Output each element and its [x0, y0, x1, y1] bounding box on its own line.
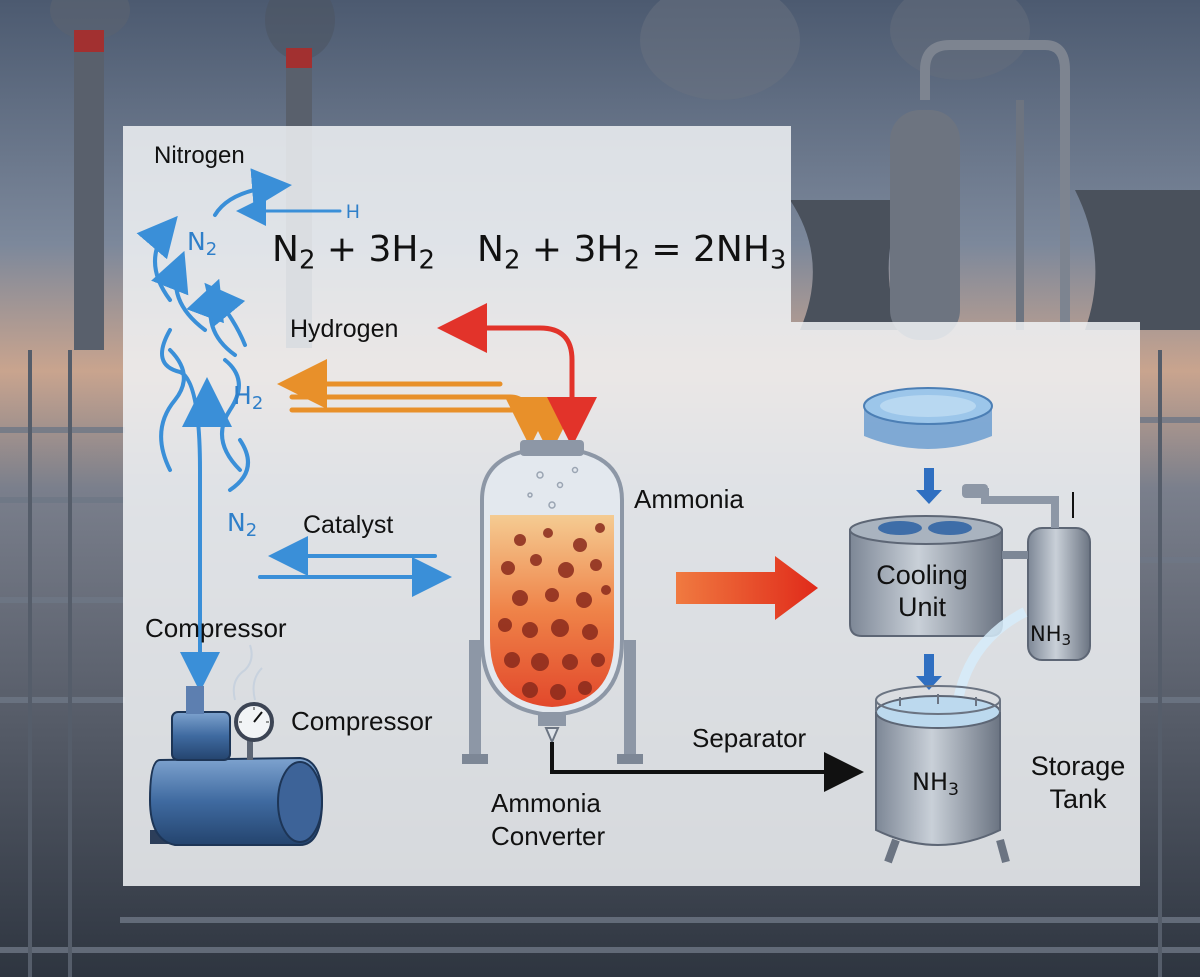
nitrogen-swirl-1 [220, 358, 242, 472]
ammonia-converter [462, 440, 643, 764]
storage-feed-arrow [916, 654, 942, 690]
converter-label-line2: Converter [491, 821, 606, 851]
nitrogen-label: Nitrogen [154, 142, 245, 169]
water-basin [863, 387, 993, 449]
catalyst-label: Catalyst [303, 511, 394, 539]
hydrogen-feed-arrow-2 [289, 405, 575, 455]
cooling-feed-arrow [916, 468, 942, 504]
compressor [148, 644, 324, 846]
h2-sub: 2 [251, 393, 264, 415]
nh3-tank-label: NH3 [912, 770, 959, 799]
reactants-n: N [272, 229, 299, 270]
converter-label-line1: Ammonia [491, 788, 601, 818]
h2-h: H [233, 381, 252, 410]
nitrogen-flow-arrow-5 [204, 282, 247, 347]
h2-label: H2 [233, 383, 263, 413]
storage-tank-label: Storage Tank [1025, 750, 1131, 816]
nitrogen-flow-arrow-3 [151, 250, 207, 332]
nitrogen-swirl-3 [228, 438, 250, 492]
nitrogen-flow-arrow-2 [136, 215, 178, 302]
nh3-tank-sub: 3 [948, 779, 959, 800]
nitrogen-flow-arrow-1 [213, 168, 292, 217]
n2-top-n: N [187, 227, 206, 256]
equation-product-sub: 3 [769, 245, 787, 276]
catalyst-particles [498, 523, 611, 700]
product-flow-arrow [676, 556, 818, 620]
equation-h-sub: 2 [623, 245, 640, 276]
separator-label: Separator [692, 723, 807, 753]
nh3-cooling-sub: 3 [1061, 631, 1072, 650]
equation-mid: + 3H [520, 229, 624, 270]
distillation-column [890, 110, 960, 340]
nitrogen-flow-arrow-4 [186, 278, 237, 357]
nh3-cooling-nh: NH [1030, 622, 1062, 646]
equation-n-sub: 2 [503, 245, 521, 276]
haber-equation: N2 + 3H2 = 2NH3 [477, 232, 786, 274]
n2-mid-label: N2 [227, 510, 257, 540]
compressor-label-top: Compressor [145, 613, 287, 643]
reactants-formula: N2 + 3H2 [272, 232, 435, 274]
equation-n: N [477, 229, 504, 270]
compressor-label: Compressor [291, 706, 433, 736]
cooling-label-line1: Cooling [876, 560, 968, 590]
hydrogen-loop-arrow [437, 303, 575, 440]
n2-top-label: N2 [187, 229, 217, 259]
storage-label-line2: Tank [1049, 784, 1107, 814]
reactants-n-sub: 2 [298, 245, 316, 276]
cooling-label-line2: Unit [897, 592, 946, 622]
cooling-unit-label: Cooling Unit [872, 559, 972, 623]
gas-bubbles [527, 466, 579, 509]
cooling-tower-left [790, 200, 905, 330]
storage-label-line1: Storage [1030, 751, 1126, 781]
storage-tank [875, 685, 1010, 864]
hydrogen-feed-arrow-1 [289, 394, 555, 447]
separator-line [550, 742, 864, 792]
hydrogen-label: Hydrogen [290, 315, 399, 343]
ammonia-label: Ammonia [634, 484, 744, 514]
nh3-cooling-label: NH3 [1030, 624, 1071, 648]
equation-product: = 2NH [639, 229, 770, 270]
ammonia-converter-label: Ammonia Converter [491, 787, 605, 853]
h-feed-label: H [346, 202, 360, 223]
reactants-h-sub: 2 [418, 245, 435, 276]
n2-mid-n: N [227, 508, 246, 537]
nh3-tank-nh: NH [912, 768, 948, 796]
n2-top-sub: 2 [205, 239, 218, 261]
chimney-left [74, 30, 104, 350]
n2-mid-sub: 2 [245, 520, 258, 542]
nitrogen-swirl-2 [159, 348, 186, 472]
reactants-mid: + 3H [315, 229, 419, 270]
cooling-tower-right [1075, 190, 1200, 330]
